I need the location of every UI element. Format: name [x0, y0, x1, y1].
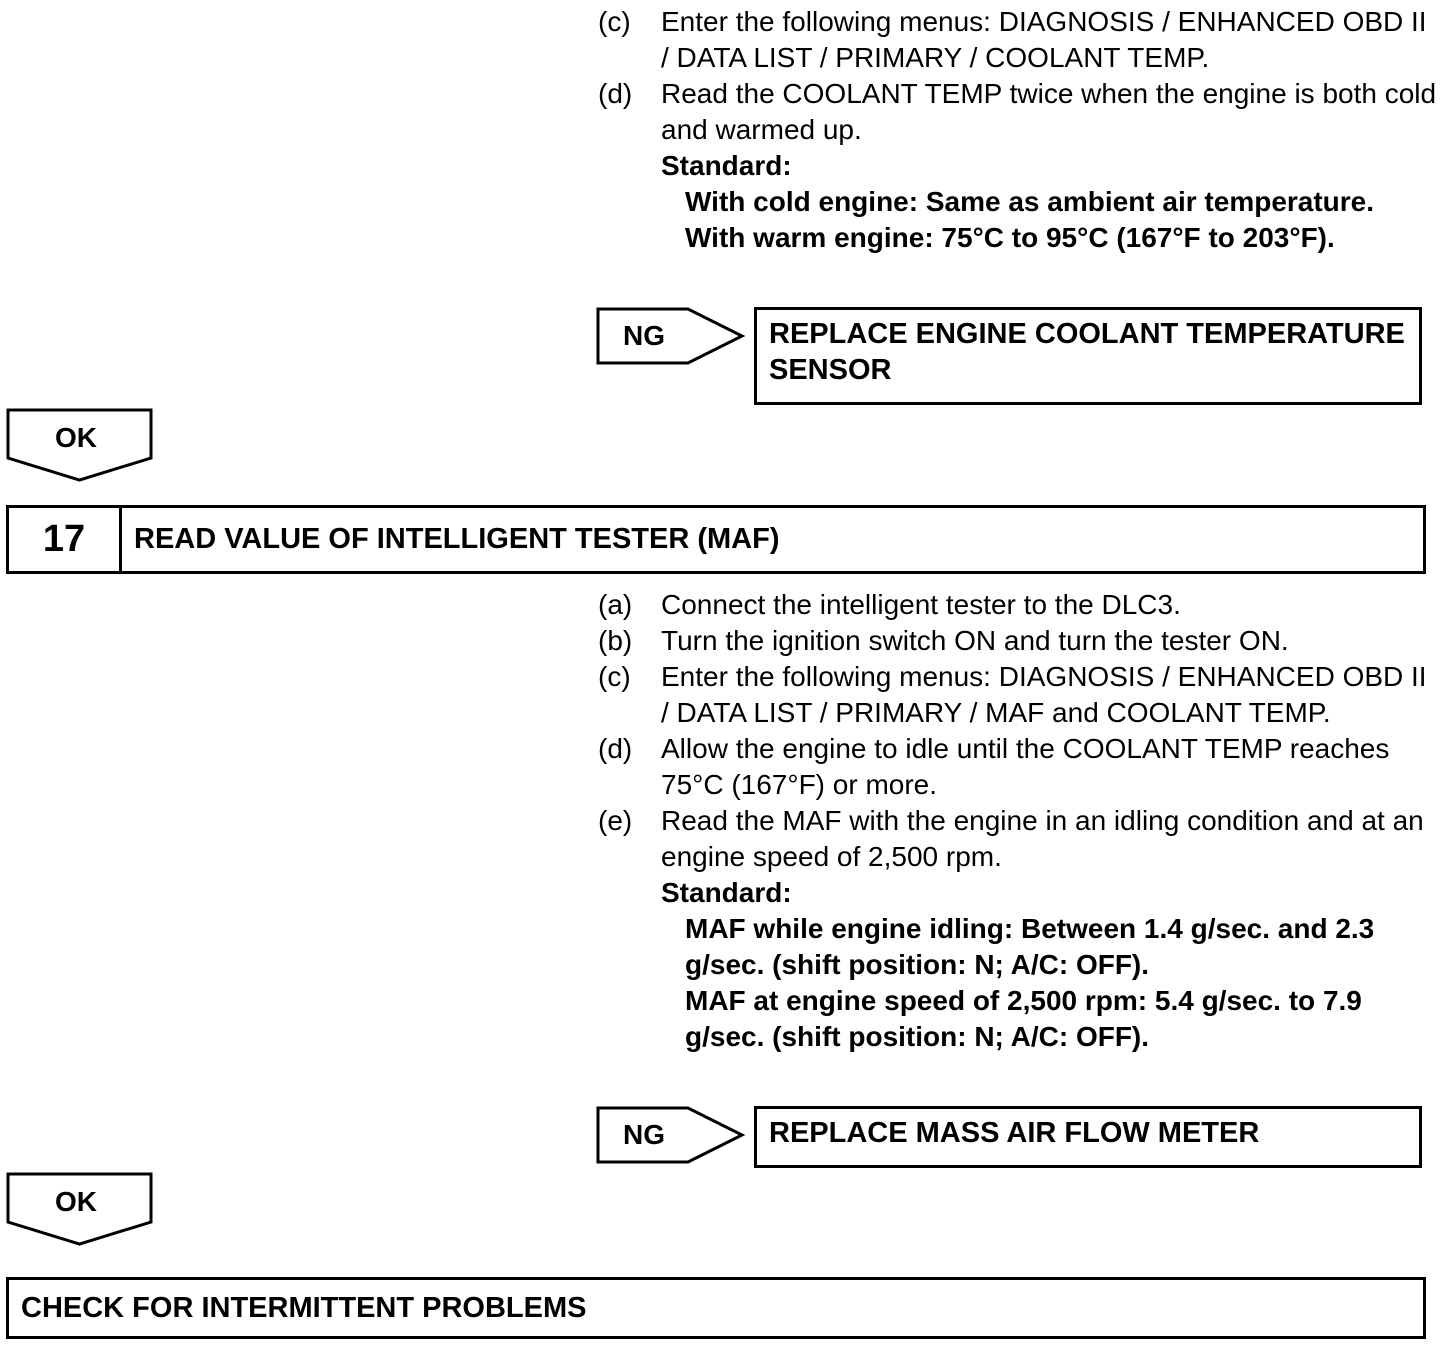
- step17-instructions: (a) Connect the intelligent tester to th…: [598, 587, 1438, 1055]
- standard-label: Standard:: [661, 877, 792, 908]
- standard-value: With warm engine: 75°C to 95°C (167°F to…: [685, 222, 1335, 253]
- step-letter: (b): [598, 625, 633, 656]
- step-letter: (c): [598, 6, 631, 37]
- instruction-step: (a) Connect the intelligent tester to th…: [598, 587, 1438, 623]
- standard-value: MAF while engine idling: Between 1.4 g/s…: [685, 913, 1375, 980]
- step-text: Enter the following menus: DIAGNOSIS / E…: [661, 661, 1427, 728]
- step-letter: (e): [598, 805, 633, 836]
- instruction-step: (c) Enter the following menus: DIAGNOSIS…: [598, 659, 1438, 731]
- instruction-step: (e) Read the MAF with the engine in an i…: [598, 803, 1438, 875]
- step-text: Turn the ignition switch ON and turn the…: [661, 625, 1289, 656]
- step-header: 17 READ VALUE OF INTELLIGENT TESTER (MAF…: [6, 505, 1426, 574]
- ok-arrow-icon: [6, 408, 153, 482]
- step-text: Allow the engine to idle until the COOLA…: [661, 733, 1390, 800]
- step-letter: (c): [598, 661, 631, 692]
- step-text: Connect the intelligent tester to the DL…: [661, 589, 1181, 620]
- instruction-step: (d) Read the COOLANT TEMP twice when the…: [598, 76, 1438, 148]
- step-letter: (d): [598, 78, 633, 109]
- standard-value: MAF at engine speed of 2,500 rpm: 5.4 g/…: [685, 985, 1362, 1052]
- step-letter: (a): [598, 589, 633, 620]
- step-number: 17: [9, 508, 122, 571]
- ok-label: OK: [55, 1186, 97, 1217]
- ok-label: OK: [55, 422, 97, 453]
- ng-result-box: REPLACE MASS AIR FLOW METER: [754, 1106, 1422, 1168]
- ng-label: NG: [623, 320, 665, 351]
- step16-instructions: (c) Enter the following menus: DIAGNOSIS…: [598, 4, 1438, 256]
- step-letter: (d): [598, 733, 633, 764]
- standard-value: With cold engine: Same as ambient air te…: [685, 186, 1375, 217]
- step-title: READ VALUE OF INTELLIGENT TESTER (MAF): [134, 523, 780, 555]
- ng-result-box: REPLACE ENGINE COOLANT TEMPERATURE SENSO…: [754, 307, 1422, 405]
- ng-arrow-icon: [596, 307, 746, 365]
- final-action-box: CHECK FOR INTERMITTENT PROBLEMS: [6, 1277, 1426, 1339]
- step-text: Read the COOLANT TEMP twice when the eng…: [661, 78, 1437, 145]
- instruction-step: (c) Enter the following menus: DIAGNOSIS…: [598, 4, 1438, 76]
- step-text: Read the MAF with the engine in an idlin…: [661, 805, 1424, 872]
- instruction-step: (b) Turn the ignition switch ON and turn…: [598, 623, 1438, 659]
- ng-arrow-icon: [596, 1106, 746, 1164]
- ok-arrow-icon: [6, 1172, 153, 1246]
- ng-label: NG: [623, 1119, 665, 1150]
- step-text: Enter the following menus: DIAGNOSIS / E…: [661, 6, 1427, 73]
- standard-label: Standard:: [661, 150, 792, 181]
- instruction-step: (d) Allow the engine to idle until the C…: [598, 731, 1438, 803]
